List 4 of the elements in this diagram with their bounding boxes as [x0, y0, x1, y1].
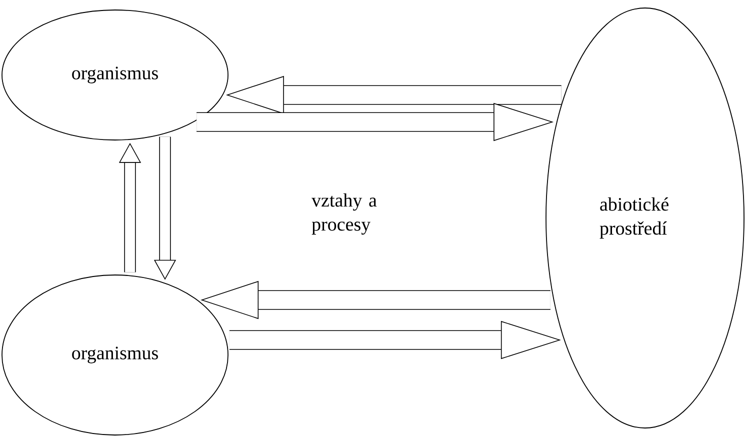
ellipse-node: organismus — [2, 274, 228, 436]
text-label: vztahy a procesy — [312, 193, 377, 235]
ellipse-node: abiotické prostředí — [546, 8, 744, 428]
ellipse-node: organismus — [2, 10, 228, 140]
